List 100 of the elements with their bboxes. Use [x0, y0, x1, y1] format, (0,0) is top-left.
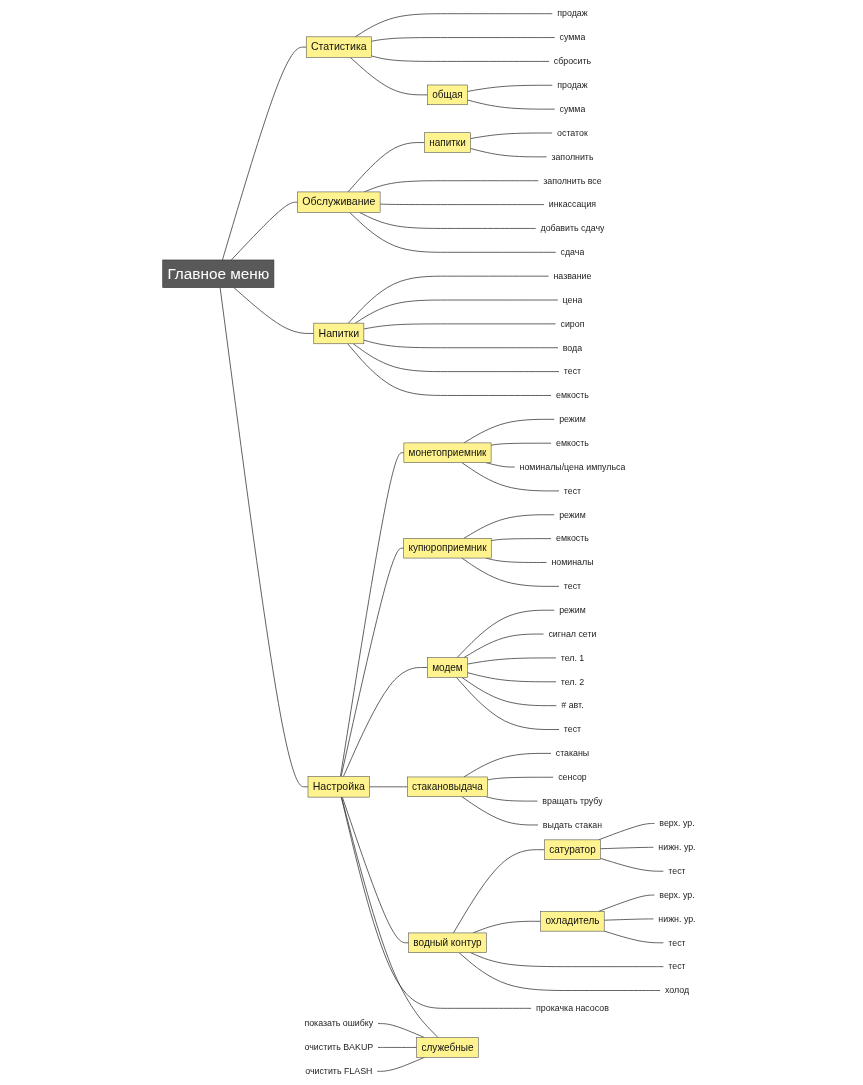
connector — [458, 952, 661, 991]
node-text: тест — [563, 724, 582, 735]
connector — [461, 796, 539, 826]
connector — [470, 132, 553, 139]
connector — [461, 557, 560, 587]
node-text: вращать трубу — [542, 795, 603, 806]
node-box: служебные — [416, 1037, 479, 1058]
node-box: Статистика — [305, 36, 372, 58]
connector — [463, 753, 552, 778]
node-text: цена — [562, 294, 583, 305]
connector — [222, 46, 307, 261]
connector — [598, 894, 655, 912]
node-text: сбросить — [553, 55, 592, 66]
connector — [487, 776, 554, 781]
connector — [340, 796, 532, 1009]
node-text: номиналы/цена импульса — [519, 461, 626, 472]
connector — [485, 796, 538, 802]
connector — [453, 849, 545, 934]
node-box: Главное меню — [162, 259, 275, 288]
connector — [349, 57, 428, 96]
connector — [359, 212, 537, 229]
node-text: тел. 1 — [560, 652, 585, 663]
connector — [363, 339, 559, 349]
node-text: тест — [563, 485, 582, 496]
connector — [354, 13, 553, 38]
connector — [461, 462, 560, 492]
connector — [349, 212, 557, 253]
node-text: остаток — [557, 127, 588, 138]
connector — [233, 287, 315, 334]
connector — [340, 452, 405, 777]
connector — [467, 672, 557, 683]
connector — [456, 609, 555, 659]
node-text: название — [553, 270, 592, 281]
node-text: тест — [563, 366, 582, 377]
node-text: режим — [559, 413, 586, 424]
node-text: режим — [559, 509, 586, 520]
connector — [461, 677, 557, 707]
connector — [467, 99, 556, 110]
node-text: режим — [559, 604, 586, 615]
node-box: модем — [427, 657, 468, 678]
connector — [341, 796, 410, 944]
connector — [467, 657, 557, 665]
connector — [377, 1047, 418, 1048]
connector — [354, 299, 559, 324]
node-text: стаканы — [555, 747, 590, 758]
node-text: продаж — [557, 79, 588, 90]
node-box: стакановыдача — [407, 776, 488, 797]
connector — [376, 1056, 425, 1072]
node-text: сенсор — [558, 771, 587, 782]
connector — [343, 667, 428, 777]
node-text: тест — [668, 961, 686, 972]
connector — [230, 201, 298, 261]
node-text: нижн. ур. — [658, 841, 696, 852]
connector — [490, 538, 552, 542]
node-text: добавить сдачу — [540, 222, 605, 234]
node-text: очистить FLASH — [305, 1065, 373, 1076]
node-text: нижн. ур. — [658, 913, 696, 924]
connector — [340, 547, 405, 777]
connector — [600, 846, 655, 850]
node-box: напитки — [424, 132, 471, 153]
node-box: Настройка — [307, 776, 370, 798]
connector — [379, 203, 545, 205]
connector — [455, 677, 560, 730]
connector — [467, 84, 553, 92]
node-text: инкассация — [548, 199, 597, 210]
node-box: Напитки — [313, 322, 365, 345]
node-text: показать ошибку — [304, 1018, 374, 1029]
node-box: Обслуживание — [297, 191, 381, 213]
node-text: сироп — [560, 318, 585, 329]
connector — [348, 275, 550, 324]
node-text: верх. ур. — [659, 889, 695, 900]
node-text: верх. ур. — [659, 818, 695, 829]
node-text: тест — [563, 580, 582, 591]
connector — [470, 148, 548, 158]
node-text: емкость — [555, 437, 589, 448]
node-text: вода — [562, 342, 583, 353]
node-box: монетоприемник — [403, 442, 492, 463]
node-text: тел. 2 — [560, 676, 585, 687]
connector — [363, 323, 557, 330]
connector — [352, 343, 560, 372]
node-box: общая — [427, 84, 468, 105]
connector — [463, 514, 555, 539]
node-text: прокачка насосов — [536, 1002, 609, 1013]
node-text: # авт. — [561, 700, 584, 711]
connector — [347, 142, 425, 193]
node-box: купюроприемник — [403, 538, 492, 559]
connector — [341, 796, 439, 1038]
connector — [603, 918, 655, 921]
node-text: емкость — [555, 390, 589, 401]
node-text: очистить BAKUP — [304, 1041, 374, 1053]
node-text: емкость — [555, 533, 589, 544]
connector — [598, 823, 655, 841]
connector — [463, 633, 545, 659]
node-text: сумма — [559, 103, 586, 114]
node-text: номиналы — [551, 557, 594, 568]
node-text: холод — [664, 985, 690, 996]
node-text: тест — [668, 865, 686, 876]
connector — [463, 418, 555, 444]
node-text: заполнить все — [543, 175, 602, 186]
connector — [603, 930, 664, 944]
